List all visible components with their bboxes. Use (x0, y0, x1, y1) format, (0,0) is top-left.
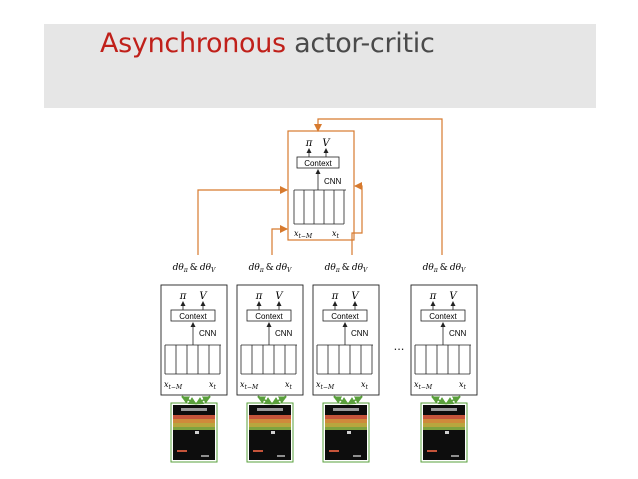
value-label: V (351, 291, 360, 302)
context-label: Context (179, 312, 207, 321)
input-first-label: xt−M (414, 380, 433, 391)
upload-arrow-3 (351, 182, 363, 255)
input-frames (240, 344, 297, 375)
title-accent: Asynchronous (100, 28, 286, 59)
input-frames (316, 344, 373, 375)
gradient-label: dθπ&dθV (249, 263, 292, 274)
policy-label: π (305, 138, 313, 149)
global-network: π V Context CNN xt−M xt (287, 130, 355, 241)
upload-arrow-4 (314, 118, 443, 255)
input-first-label: xt−M (240, 380, 259, 391)
game-environment-screen (322, 402, 370, 463)
worker-box (410, 284, 478, 396)
game-environment-screen (420, 402, 468, 463)
context-box (170, 309, 216, 322)
value-label: V (322, 138, 331, 149)
cnn-label: CNN (324, 177, 342, 186)
ellipsis: ... (394, 338, 405, 353)
context-label: Context (429, 312, 457, 321)
input-frames (293, 190, 345, 225)
gradient-label: dθπ&dθV (325, 263, 368, 274)
gradient-upload-arrows (197, 118, 443, 255)
input-first-label: xt−M (316, 380, 335, 391)
title-rest: actor-critic (294, 28, 435, 59)
input-last-label: xt (332, 229, 340, 240)
context-box (296, 156, 340, 169)
policy-label: π (255, 291, 263, 302)
input-frames (414, 344, 471, 375)
context-box (420, 309, 466, 322)
game-environment-screen (170, 402, 218, 463)
input-frames (164, 344, 221, 375)
input-last-label: xt (361, 380, 369, 391)
input-first-label: xt−M (294, 229, 313, 240)
context-box (246, 309, 292, 322)
input-last-label: xt (459, 380, 467, 391)
worker-box (312, 284, 380, 396)
input-last-label: xt (285, 380, 293, 391)
upload-arrow-1 (197, 186, 288, 255)
title-band (44, 24, 596, 108)
value-label: V (449, 291, 458, 302)
gradient-label: dθπ&dθV (423, 263, 466, 274)
policy-label: π (429, 291, 437, 302)
context-label: Context (304, 159, 332, 168)
cnn-label: CNN (351, 329, 369, 338)
cnn-label: CNN (275, 329, 293, 338)
value-label: V (199, 291, 208, 302)
slide-title: Asynchronous actor-critic (100, 28, 435, 59)
policy-label: π (179, 291, 187, 302)
game-environment-screen (246, 402, 294, 463)
input-last-label: xt (209, 380, 217, 391)
cnn-label: CNN (449, 329, 467, 338)
worker-box (160, 284, 228, 396)
context-label: Context (331, 312, 359, 321)
cnn-label: CNN (199, 329, 217, 338)
policy-label: π (331, 291, 339, 302)
gradient-label: dθπ&dθV (173, 263, 216, 274)
context-label: Context (255, 312, 283, 321)
input-first-label: xt−M (164, 380, 183, 391)
worker-box (236, 284, 304, 396)
value-label: V (275, 291, 284, 302)
context-box (322, 309, 368, 322)
upload-arrow-2 (271, 225, 288, 255)
